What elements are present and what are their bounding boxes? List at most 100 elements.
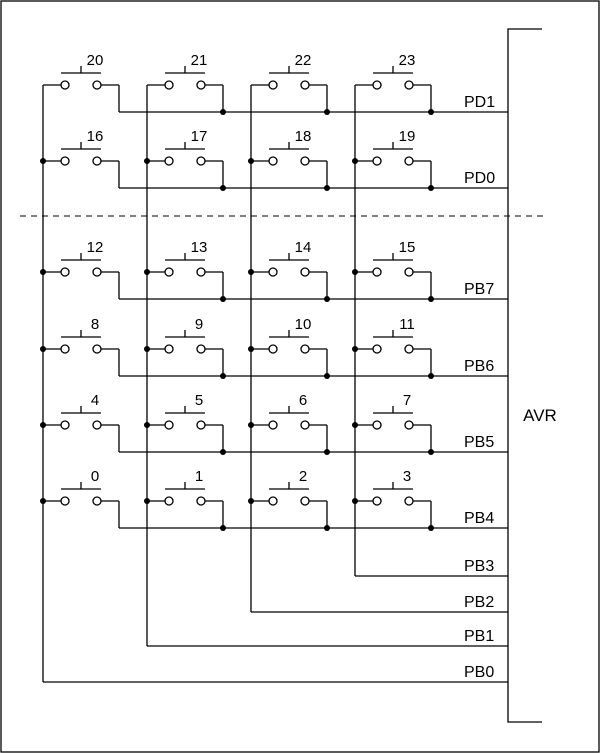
switch-contact bbox=[404, 420, 414, 430]
junction-dot bbox=[428, 296, 434, 302]
switch-contact bbox=[164, 344, 174, 354]
key-number-label: 10 bbox=[295, 316, 312, 333]
key-number-label: 2 bbox=[299, 468, 307, 485]
junction-dot bbox=[144, 158, 150, 164]
column-pin-label: PB0 bbox=[464, 664, 494, 681]
junction-dot bbox=[144, 346, 150, 352]
key-number-label: 17 bbox=[191, 128, 208, 145]
key-number-label: 7 bbox=[403, 392, 411, 409]
switch-contact bbox=[404, 496, 414, 506]
junction-dot bbox=[40, 158, 46, 164]
key-number-label: 21 bbox=[191, 52, 208, 69]
junction-dot bbox=[144, 269, 150, 275]
switch-contact bbox=[60, 496, 70, 506]
column-pin-label: PB3 bbox=[464, 558, 494, 575]
switch-contact bbox=[60, 344, 70, 354]
switch-contact bbox=[164, 80, 174, 90]
junction-dot bbox=[428, 185, 434, 191]
junction-dot bbox=[248, 269, 254, 275]
switch-contact bbox=[300, 156, 310, 166]
switch-contact bbox=[60, 267, 70, 277]
key-number-label: 3 bbox=[403, 468, 411, 485]
junction-dot bbox=[220, 109, 226, 115]
switch-contact bbox=[92, 344, 102, 354]
junction-dot bbox=[352, 158, 358, 164]
switch-contact bbox=[196, 496, 206, 506]
junction-dot bbox=[40, 422, 46, 428]
junction-dot bbox=[40, 498, 46, 504]
junction-dot bbox=[428, 373, 434, 379]
key-number-label: 15 bbox=[399, 239, 416, 256]
junction-dot bbox=[324, 525, 330, 531]
column-pin-label: PB1 bbox=[464, 628, 494, 645]
switch-contact bbox=[92, 80, 102, 90]
switch-contact bbox=[372, 156, 382, 166]
switch-contact bbox=[300, 420, 310, 430]
row-pin-label: PB5 bbox=[464, 434, 494, 451]
avr-chip-outline bbox=[507, 28, 542, 723]
junction-dot bbox=[352, 346, 358, 352]
switch-contact bbox=[268, 420, 278, 430]
wiring bbox=[20, 28, 545, 723]
switch-contact bbox=[268, 80, 278, 90]
switch-contact bbox=[92, 496, 102, 506]
key-number-label: 12 bbox=[87, 239, 104, 256]
switch-contact bbox=[300, 344, 310, 354]
switch-contact bbox=[164, 420, 174, 430]
switch-contact bbox=[372, 80, 382, 90]
switch-contact bbox=[164, 267, 174, 277]
row-pin-label: PB6 bbox=[464, 358, 494, 375]
key-number-label: 11 bbox=[399, 316, 415, 333]
junction-dot bbox=[248, 346, 254, 352]
row-pin-label: PD1 bbox=[464, 94, 495, 111]
switch-contact bbox=[404, 267, 414, 277]
switch-contact bbox=[372, 344, 382, 354]
switch-contact bbox=[196, 80, 206, 90]
junction-dot bbox=[144, 422, 150, 428]
key-number-label: 23 bbox=[399, 52, 416, 69]
junction-dot bbox=[352, 498, 358, 504]
junction-dot bbox=[220, 185, 226, 191]
switch-contact bbox=[196, 420, 206, 430]
junction-dot bbox=[40, 269, 46, 275]
switch-contact bbox=[92, 420, 102, 430]
row-pin-label: PB4 bbox=[464, 510, 494, 527]
junction-dot bbox=[40, 346, 46, 352]
key-number-label: 8 bbox=[91, 316, 99, 333]
junction-dot bbox=[324, 373, 330, 379]
switch-contact bbox=[196, 344, 206, 354]
switch-contact bbox=[60, 80, 70, 90]
key-number-label: 18 bbox=[295, 128, 312, 145]
switch-contact bbox=[164, 496, 174, 506]
switch-contact bbox=[268, 156, 278, 166]
switch-contact bbox=[268, 496, 278, 506]
switch-contact bbox=[372, 420, 382, 430]
key-number-label: 4 bbox=[91, 392, 99, 409]
junction-dot bbox=[352, 269, 358, 275]
junction-dot bbox=[324, 109, 330, 115]
junction-dot bbox=[428, 449, 434, 455]
junction-dot bbox=[248, 498, 254, 504]
key-number-label: 0 bbox=[91, 468, 99, 485]
switch-contact bbox=[92, 267, 102, 277]
key-number-label: 6 bbox=[299, 392, 307, 409]
switch-contact bbox=[372, 267, 382, 277]
switch-contact bbox=[92, 156, 102, 166]
switch-contact bbox=[196, 156, 206, 166]
junction-dot bbox=[220, 373, 226, 379]
junction-dot bbox=[352, 422, 358, 428]
column-pin-label: PB2 bbox=[464, 594, 494, 611]
junction-dot bbox=[248, 422, 254, 428]
key-number-label: 9 bbox=[195, 316, 203, 333]
switch-contact bbox=[300, 267, 310, 277]
key-number-label: 1 bbox=[195, 468, 203, 485]
switch-contact bbox=[404, 156, 414, 166]
switch-contact bbox=[268, 344, 278, 354]
switch-contact bbox=[372, 496, 382, 506]
key-number-label: 20 bbox=[87, 52, 104, 69]
switch-contact bbox=[404, 80, 414, 90]
